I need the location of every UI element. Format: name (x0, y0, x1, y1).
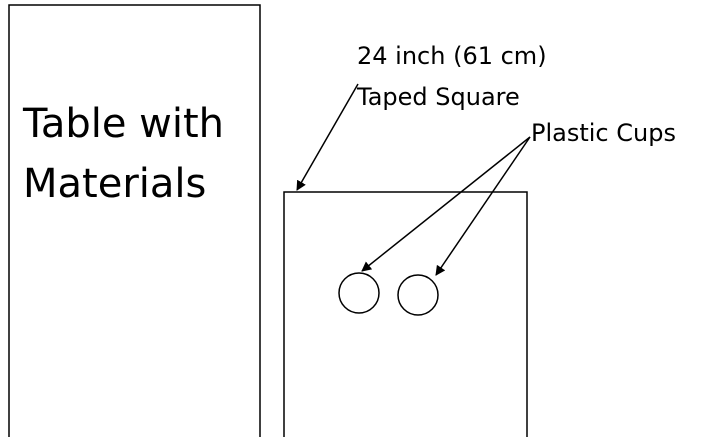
materials-table: Table with Materials (8, 4, 261, 437)
taped-square-outline (283, 191, 528, 437)
cup-right-arrow (435, 136, 531, 276)
square-label-line2: Taped Square (356, 83, 520, 111)
table-label-line1: Table with (22, 101, 224, 147)
square-label-line1: 24 inch (61 cm) (357, 42, 547, 70)
table-label-line2: Materials (23, 161, 206, 207)
plastic-cup-right (397, 274, 439, 316)
cups-label: Plastic Cups (531, 119, 676, 147)
square-label: 24 inch (61 cm) Taped Square (356, 42, 547, 111)
table-rectangle (8, 4, 261, 437)
cup-left-arrow (361, 136, 531, 272)
taped-square (283, 191, 528, 437)
square-arrow (296, 83, 359, 191)
plastic-cup-left (338, 272, 380, 314)
